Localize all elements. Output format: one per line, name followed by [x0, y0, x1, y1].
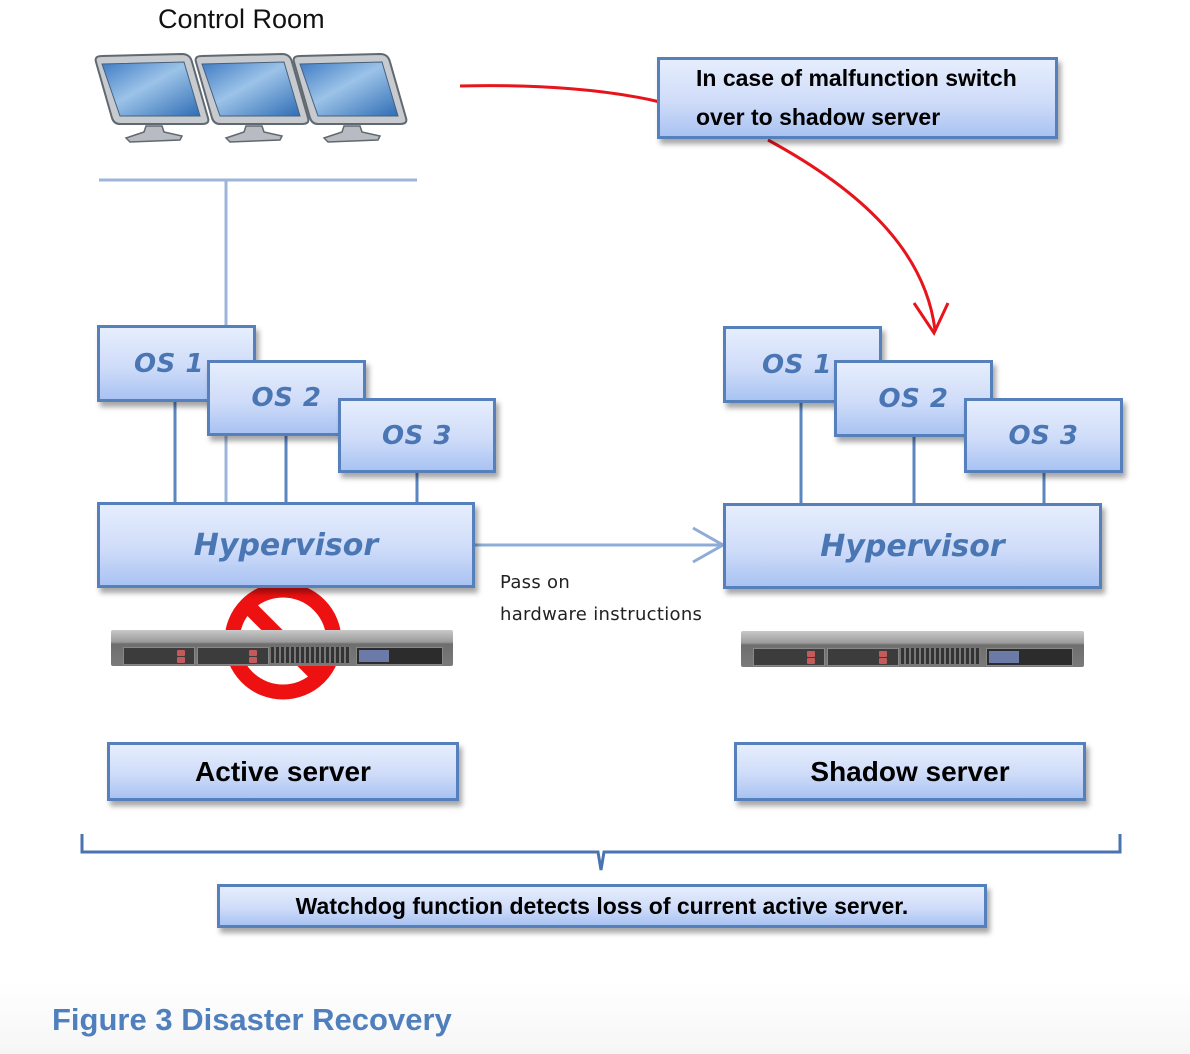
failover-arrowhead-icon: [912, 302, 950, 337]
shadow-hypervisor-box: Hypervisor: [723, 503, 1102, 589]
shadow-os-3-label: OS 3: [1008, 420, 1079, 451]
shadow-hypervisor-label: Hypervisor: [820, 528, 1005, 564]
watchdog-bracket: [80, 834, 1122, 871]
shadow-os-1-label: OS 1: [762, 349, 832, 380]
control-room-title: Control Room: [158, 4, 325, 34]
active-server-image: [111, 630, 453, 666]
control-room-monitors: [94, 52, 408, 143]
hypervisor-link-label: Pass on hardware instructions: [500, 567, 702, 631]
active-os-3-label: OS 3: [382, 420, 452, 451]
shadow-server-label: Shadow server: [810, 755, 1010, 787]
failover-curve-lower: [767, 138, 937, 331]
callout-line-2: over to shadow server: [696, 104, 941, 130]
active-os-3-box: OS 3: [338, 398, 496, 473]
link-label-line-1: Pass on: [500, 572, 571, 593]
active-os-2-label: OS 2: [251, 383, 322, 413]
watchdog-label: Watchdog function detects loss of curren…: [295, 892, 909, 919]
monitor-icon: [94, 52, 210, 143]
shadow-server-image: [741, 631, 1084, 667]
link-label-line-2: hardware instructions: [500, 604, 703, 625]
watchdog-box: Watchdog function detects loss of curren…: [217, 884, 987, 928]
active-server-label-box: Active server: [107, 742, 459, 801]
failover-curve-upper: [459, 84, 661, 104]
failover-callout-box: In case of malfunction switch over to sh…: [657, 57, 1058, 139]
monitor-icon: [194, 52, 310, 143]
shadow-os-2-label: OS 2: [878, 383, 949, 414]
shadow-server-label-box: Shadow server: [734, 742, 1086, 801]
callout-line-1: In case of malfunction switch: [696, 65, 1017, 91]
monitor-icon: [292, 52, 408, 143]
shadow-os-3-box: OS 3: [964, 398, 1123, 473]
figure-caption: Figure 3 Disaster Recovery: [52, 1002, 452, 1037]
active-hypervisor-box: Hypervisor: [97, 502, 475, 588]
active-hypervisor-label: Hypervisor: [193, 527, 379, 563]
active-os-1-label: OS 1: [134, 348, 204, 379]
active-server-label: Active server: [195, 755, 371, 787]
